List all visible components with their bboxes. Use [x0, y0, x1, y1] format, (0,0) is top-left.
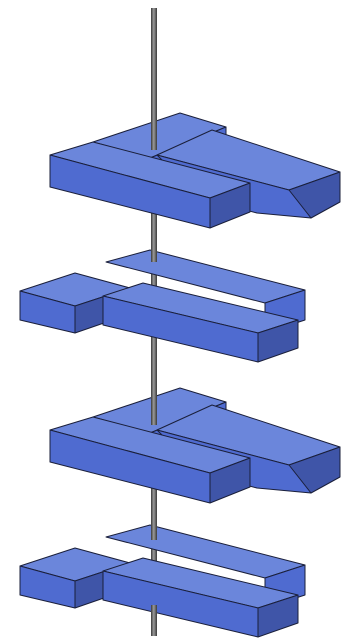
shaft-segment-1: [151, 8, 157, 150]
levels-group: [19, 112, 341, 638]
level-2: [19, 249, 306, 363]
level-4: [19, 524, 306, 638]
shaft-segment-3: [151, 360, 157, 425]
level-3-front-block: [49, 416, 251, 504]
level-1: [49, 112, 341, 229]
level-3: [49, 387, 341, 504]
level-2-front-block-side-face: [257, 319, 299, 363]
level-4-front-block: [102, 557, 299, 638]
level-1-front-block-side-face: [209, 182, 251, 229]
shaft-foreground-segments: [151, 8, 157, 636]
shaft-segment-5: [151, 605, 157, 636]
shaft-segment-2: [151, 228, 157, 262]
level-4-front-block-side-face: [257, 594, 299, 638]
shaft-segment-4: [151, 503, 157, 540]
level-1-front-block: [49, 141, 251, 229]
level-2-front-block: [102, 282, 299, 363]
level-3-front-block-side-face: [209, 457, 251, 504]
